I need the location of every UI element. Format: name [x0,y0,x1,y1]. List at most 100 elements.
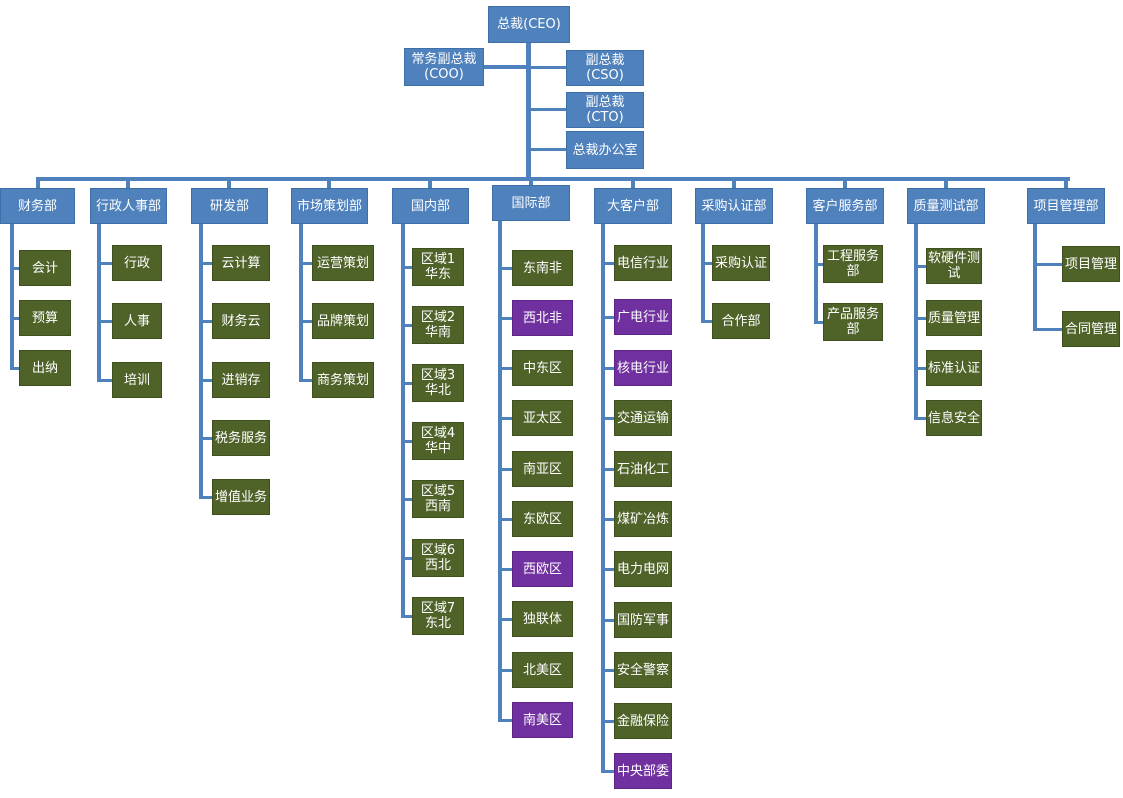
dept-6-node: 国际部 [492,185,570,221]
connector-child [601,468,614,471]
connector-child [701,262,712,265]
connector-dept-spine [498,221,502,722]
dept-7-node: 大客户部 [594,188,672,224]
dept-2-child-node: 培训 [112,362,162,398]
connector-dept-drop [327,179,331,188]
dept-11-node: 项目管理部 [1027,188,1105,224]
dept-7-child-node: 电力电网 [614,551,672,587]
connector-child [401,557,412,560]
connector-dept-spine [601,224,605,773]
dept-5-child-node: 区域6 西北 [412,539,464,577]
connector-child [701,320,712,323]
dept-1-child-node: 出纳 [19,350,71,386]
dept-6-child-node: 南美区 [512,702,573,738]
dept-10-child-node: 质量管理 [926,300,982,336]
connector-child [299,320,312,323]
connector-dept-spine [299,224,303,382]
connector-child [10,317,19,320]
dept-1-child-node: 预算 [19,300,71,336]
dept-10-node: 质量测试部 [907,188,985,224]
dept-5-child-node: 区域7 东北 [412,597,464,635]
dept-7-child-node: 核电行业 [614,350,672,386]
connector-child [498,669,512,672]
dept-6-child-node: 东南非 [512,250,573,286]
connector-dept-drop [36,179,40,188]
connector-dept-drop [529,179,533,185]
connector-dept-drop [428,179,432,188]
connector-dept-spine [199,224,203,499]
connector-coo [484,65,529,69]
dept-6-child-node: 西欧区 [512,551,573,587]
cso-node: 副总裁(CSO) [566,50,644,86]
dept-10-child-node: 信息安全 [926,400,982,436]
connector-child [97,320,112,323]
dept-5-child-node: 区域1 华东 [412,248,464,286]
dept-3-node: 研发部 [191,188,268,224]
connector-child [601,720,614,723]
connector-child [401,266,412,269]
dept-4-node: 市场策划部 [291,188,368,224]
dept-6-child-node: 独联体 [512,601,573,637]
connector-child [914,417,926,420]
dept-7-child-node: 中央部委 [614,753,672,789]
connector-child [1033,328,1062,331]
connector-child [601,568,614,571]
connector-child [498,568,512,571]
connector-child [601,669,614,672]
connector-child [601,518,614,521]
connector-cto [529,108,566,111]
connector-child [498,468,512,471]
dept-4-child-node: 品牌策划 [312,303,374,339]
dept-3-child-node: 税务服务 [212,420,270,456]
connector-dept-drop [126,179,130,188]
dept-4-child-node: 商务策划 [312,362,374,398]
connector-child [1033,263,1062,266]
dept-9-node: 客户服务部 [806,188,884,224]
dept-1-node: 财务部 [0,188,75,224]
connector-dept-spine [914,224,918,420]
connector-child [498,417,512,420]
connector-child [401,440,412,443]
connector-child [10,267,19,270]
dept-7-child-node: 煤矿冶炼 [614,501,672,537]
connector-child [601,262,614,265]
connector-child [814,321,823,324]
dept-7-child-node: 金融保险 [614,703,672,739]
connector-child [601,367,614,370]
dept-7-child-node: 石油化工 [614,451,672,487]
dept-4-child-node: 运营策划 [312,245,374,281]
connector-child [814,263,823,266]
president-office-node: 总裁办公室 [566,131,644,169]
connector-dept-spine [814,224,818,324]
connector-child [401,615,412,618]
connector-dept-bar [36,177,1070,181]
connector-dept-drop [843,179,847,188]
connector-child [199,262,212,265]
dept-6-child-node: 北美区 [512,652,573,688]
connector-dept-spine [97,224,101,382]
connector-child [401,382,412,385]
dept-5-node: 国内部 [392,188,469,224]
dept-6-child-node: 亚太区 [512,400,573,436]
ceo-node: 总裁(CEO) [488,6,570,43]
connector-child [97,262,112,265]
connector-child [199,379,212,382]
dept-7-child-node: 电信行业 [614,245,672,281]
dept-1-child-node: 会计 [19,250,71,286]
connector-child [401,324,412,327]
dept-2-child-node: 行政 [112,245,162,281]
dept-5-child-node: 区域5 西南 [412,480,464,518]
connector-child [601,770,614,773]
dept-8-node: 采购认证部 [695,188,773,224]
connector-dept-drop [1064,179,1068,188]
connector-child [914,317,926,320]
connector-cso [529,66,566,69]
dept-5-child-node: 区域4 华中 [412,422,464,460]
dept-6-child-node: 南亚区 [512,451,573,487]
connector-child [401,498,412,501]
dept-10-child-node: 标准认证 [926,350,982,386]
connector-child [199,320,212,323]
connector-child [199,437,212,440]
connector-dept-spine [701,224,705,323]
coo-node: 常务副总裁 (COO) [404,48,484,86]
